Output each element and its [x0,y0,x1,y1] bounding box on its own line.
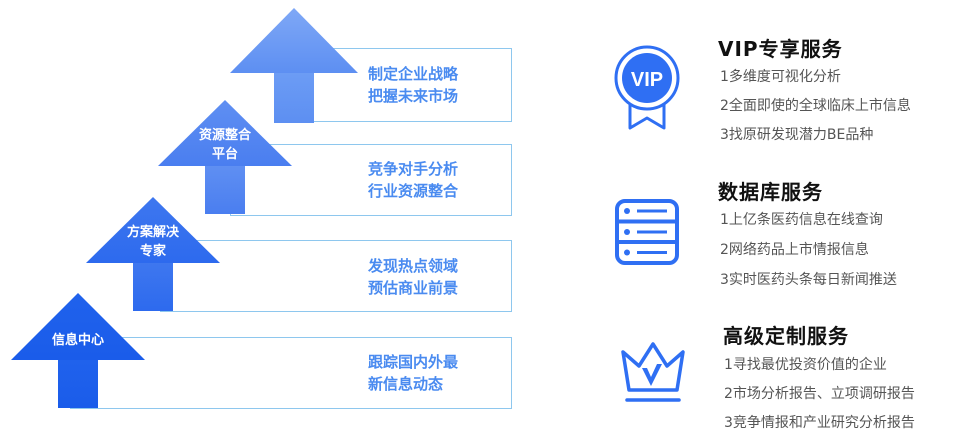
arrow-label-solution: 方案解决 专家 [126,225,179,259]
svg-text:VIP: VIP [631,69,663,91]
arrow-top [230,8,358,73]
service-item-database-3: 3实时医药头条每日新闻推送 [720,272,897,288]
database-server-icon [615,199,679,265]
step-box-4 [70,337,512,409]
service-item-custom-2: 2市场分析报告、立项调研报告 [724,386,915,402]
arrow-resource [158,100,292,166]
service-item-database-1: 1上亿条医药信息在线查询 [720,212,883,228]
arrow-label-info: 信息中心 [51,333,104,348]
step-text-4: 跟踪国内外最 新信息动态 [368,353,459,393]
service-item-database-2: 2网络药品上市情报信息 [720,242,869,258]
step-text-2: 竞争对手分析 行业资源整合 [368,160,459,200]
step-text-3: 发现热点领域 预估商业前景 [368,257,459,297]
service-item-vip-2: 2全面即使的全球临床上市信息 [720,98,911,114]
service-item-custom-3: 3竞争情报和产业研究分析报告 [724,415,915,431]
crown-v-icon [621,342,685,402]
service-item-vip-1: 1多维度可视化分析 [720,69,841,85]
service-title-database: 数据库服务 [718,180,823,204]
step-box-3 [160,240,512,312]
arrow-info [11,293,145,360]
service-title-custom: 高级定制服务 [723,324,849,348]
vip-badge-icon: VIP [614,45,680,130]
service-item-vip-3: 3找原研发现潜力BE品种 [720,127,874,143]
service-title-vip: VIP专享服务 [718,37,843,61]
step-text-1: 制定企业战略 把握未来市场 [368,65,459,105]
arrow-solution [86,197,220,263]
service-item-custom-1: 1寻找最优投资价值的企业 [724,357,887,373]
arrow-label-resource: 资源整合 平台 [198,128,251,162]
